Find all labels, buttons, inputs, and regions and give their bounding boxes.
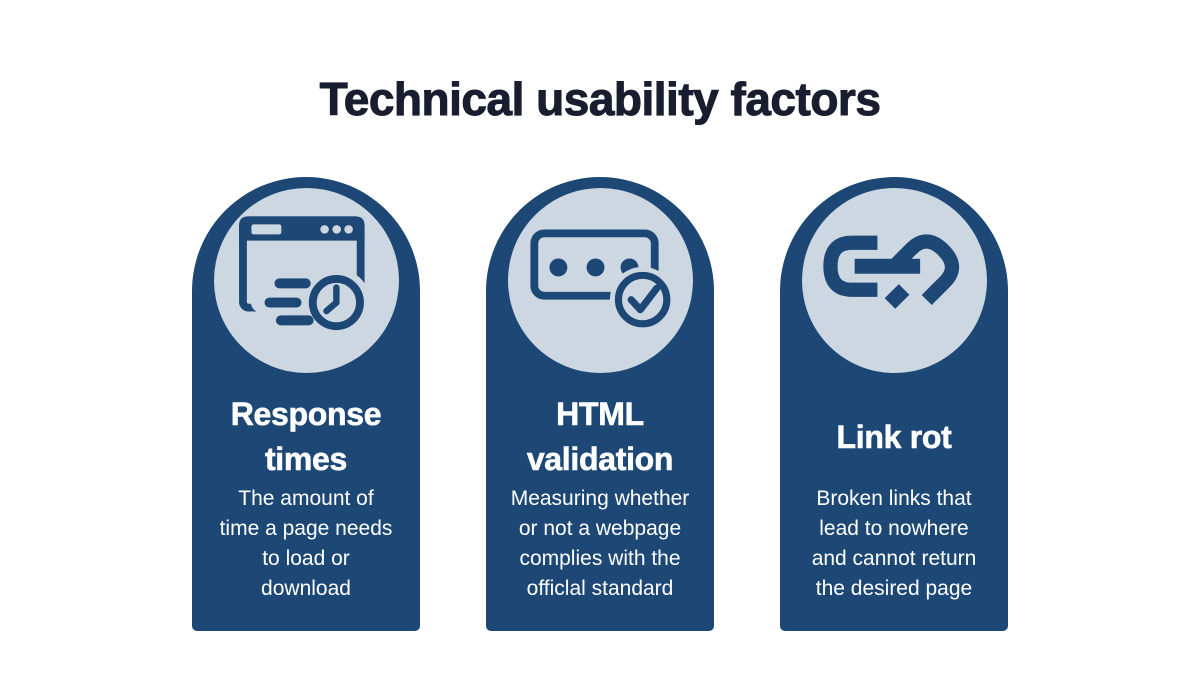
icon-circle	[507, 188, 693, 373]
icon-circle	[801, 188, 987, 373]
broken-link-icon	[822, 234, 959, 309]
card-check-validation-icon	[529, 229, 675, 333]
speed-clock-browser-icon	[238, 216, 371, 337]
page-title: Technical usability factors	[319, 73, 881, 125]
card-heading: Link rot	[836, 418, 952, 455]
icon-circle	[213, 188, 399, 373]
